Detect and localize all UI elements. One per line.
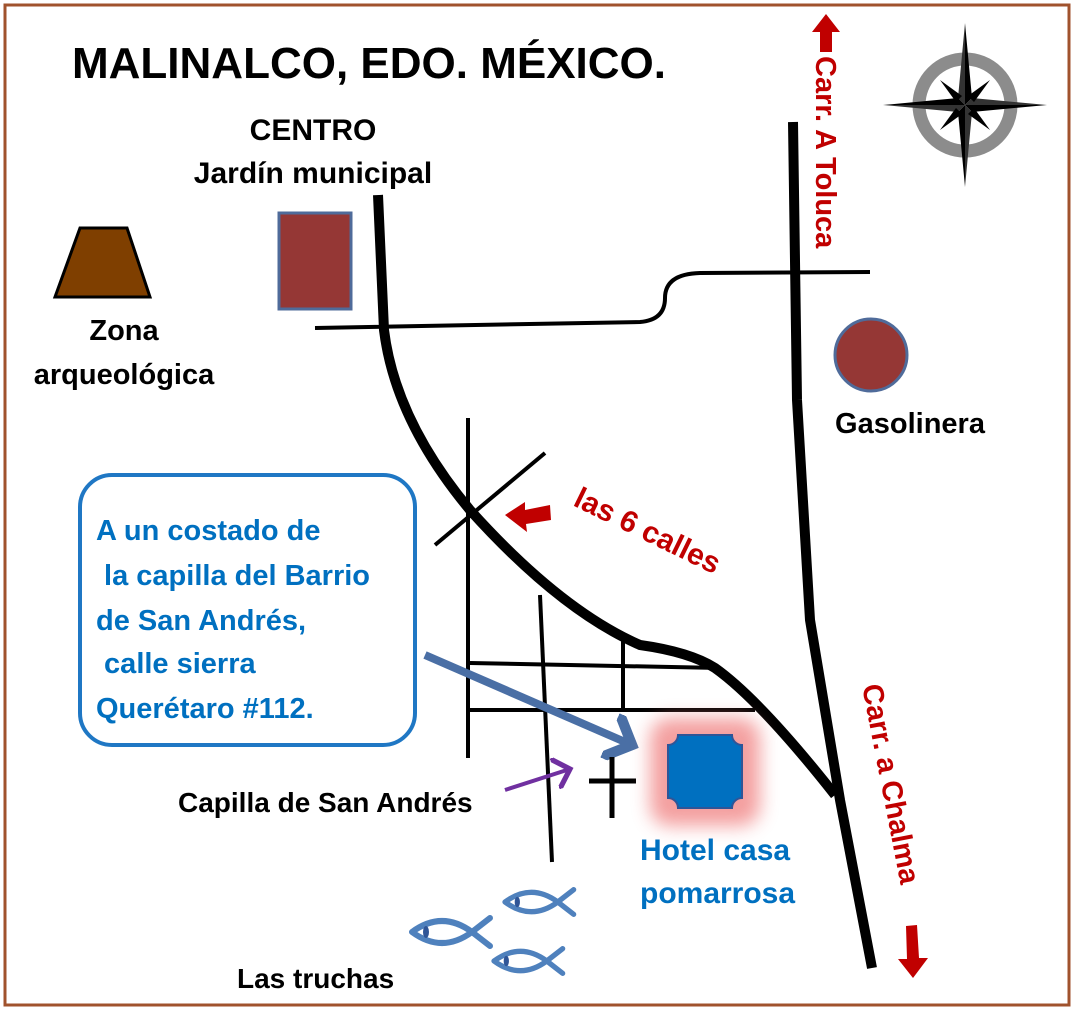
compass-rose-icon <box>883 23 1047 187</box>
address-line: la capilla del Barrio <box>96 560 370 592</box>
arrow-up-icon <box>812 14 840 52</box>
toluca-label: Carr. A Toluca <box>809 56 841 249</box>
map-title: MALINALCO, EDO. MÉXICO. <box>72 38 666 88</box>
chapel-arrow-icon <box>504 769 570 792</box>
jardin-label: Jardín municipal <box>194 157 432 190</box>
gas-station-icon <box>833 317 909 393</box>
address-text: A un costado de la capilla del Barrio de… <box>96 515 378 725</box>
main-road <box>373 194 839 799</box>
address-line: calle sierra <box>96 648 256 680</box>
street <box>538 594 554 863</box>
arrow-left-icon <box>505 502 551 532</box>
arrow-down-icon <box>898 925 928 978</box>
highway-road <box>788 121 877 969</box>
arqueologica-label: arqueológica <box>34 359 215 391</box>
hotel-label-2: pomarrosa <box>640 877 795 910</box>
chapel-cross-icon <box>589 757 636 818</box>
address-line: Querétaro #112. <box>96 693 314 725</box>
zona-label: Zona <box>89 315 159 347</box>
plaza-icon <box>277 211 353 311</box>
gasolinera-label: Gasolinera <box>835 408 986 440</box>
callout-arrow-icon <box>423 651 632 745</box>
street <box>433 451 547 547</box>
centro-label: CENTRO <box>250 114 377 147</box>
pyramid-icon <box>52 226 153 299</box>
capilla-label: Capilla de San Andrés <box>178 787 473 818</box>
hotel-icon <box>650 718 760 826</box>
address-line: de San Andrés, <box>96 605 306 637</box>
truchas-label: Las truchas <box>237 963 394 994</box>
street <box>469 661 721 670</box>
road-east-west <box>314 270 871 330</box>
address-callout <box>78 473 417 747</box>
hotel-label: Hotel casa <box>640 834 790 867</box>
address-line: A un costado de <box>96 515 321 547</box>
